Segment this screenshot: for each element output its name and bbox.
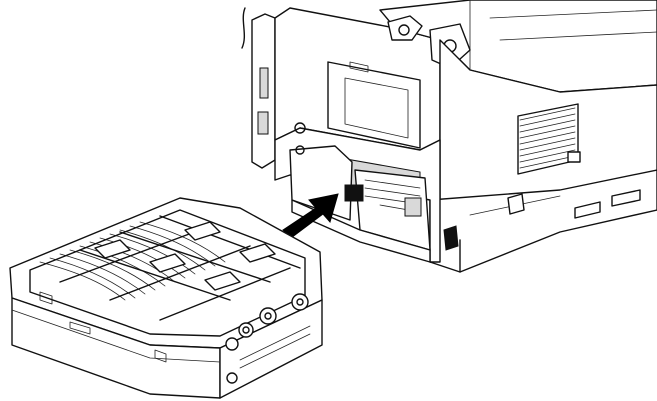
tray-roller-1 [291, 293, 309, 311]
printer-side-connector-lower [257, 111, 269, 135]
printer-icon [241, 0, 657, 273]
printer-cable [241, 7, 246, 49]
tray-side-hole [226, 372, 238, 384]
printer-side-button [567, 151, 581, 163]
tray-roller-2 [259, 307, 277, 325]
tray-roller-3 [238, 322, 254, 338]
printer-base [429, 169, 657, 273]
tray-side-face [219, 299, 323, 399]
printer-right-latch [443, 225, 459, 251]
tray-paper-guide-ribs [39, 221, 226, 301]
printer-side-connector [259, 67, 269, 99]
insert-arrow-icon [282, 193, 339, 239]
printer-slot-latch [344, 184, 364, 202]
printer-base-handle [507, 193, 525, 215]
printer-rear-door [327, 61, 421, 149]
duplex-tray-icon [9, 197, 323, 399]
printer-top-latch [387, 15, 423, 41]
tray-roller-4 [225, 337, 239, 351]
